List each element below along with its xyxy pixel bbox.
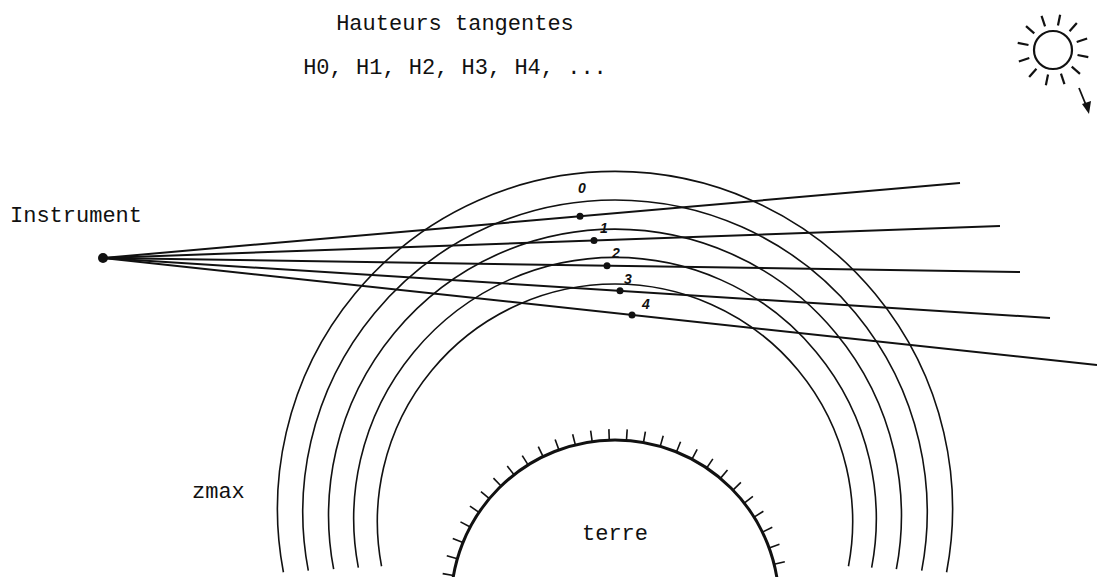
- callout-number: 1: [600, 220, 608, 236]
- earth-tick: [626, 429, 628, 440]
- earth-tick: [744, 496, 753, 503]
- earth-tick: [453, 538, 463, 542]
- earth-tick: [507, 466, 514, 475]
- sight-line: [103, 258, 1097, 365]
- earth-tick: [538, 447, 543, 457]
- earth-tick: [660, 436, 663, 447]
- diagram-title: Hauteurs tangentes: [336, 12, 574, 37]
- zmax-label: zmax: [192, 480, 245, 505]
- earth-tick: [591, 431, 593, 442]
- earth-tick: [470, 506, 479, 512]
- sun-ray: [1018, 43, 1029, 45]
- atmosphere-shell: [354, 257, 877, 567]
- earth-tick: [692, 449, 697, 459]
- earth-tick: [460, 522, 470, 527]
- earth-tick: [555, 440, 559, 450]
- callout-number: 2: [612, 245, 620, 261]
- heights-list: H0, H1, H2, H3, H4, ...: [303, 56, 607, 81]
- atmosphere-shell: [329, 229, 902, 569]
- instrument-dot: [98, 253, 108, 263]
- earth-label: terre: [582, 522, 648, 547]
- sun-ray: [1058, 15, 1060, 26]
- sun-ray: [1019, 58, 1029, 61]
- sun-motion-arrowhead: [1082, 101, 1091, 114]
- instrument-label: Instrument: [10, 204, 142, 229]
- callout-number: 4: [642, 296, 650, 312]
- earth-tick: [608, 429, 610, 440]
- earth-outline: [451, 440, 779, 577]
- sun-ray: [1029, 69, 1036, 77]
- earth-tick: [481, 492, 489, 499]
- atmosphere-shell: [277, 171, 952, 572]
- tangent-point: [577, 213, 584, 220]
- callout-number: 3: [624, 271, 632, 287]
- callout-number: 0: [578, 180, 586, 196]
- earth-tick: [493, 478, 501, 486]
- earth-tick: [733, 482, 741, 490]
- atmosphere-shell: [377, 284, 852, 566]
- earth-tick: [643, 432, 645, 443]
- earth-tick: [447, 556, 458, 559]
- tangent-point: [604, 262, 611, 269]
- sun-ray: [1042, 16, 1045, 26]
- sight-line: [103, 183, 960, 258]
- earth-tick: [762, 527, 772, 532]
- earth-tick: [707, 459, 713, 468]
- earth-tick: [573, 434, 576, 445]
- sight-line: [103, 226, 1000, 258]
- earth-tick: [443, 574, 454, 576]
- earth-tick: [522, 456, 528, 465]
- tangent-point: [629, 311, 636, 318]
- earth-tick: [769, 544, 779, 548]
- sun-ray: [1070, 23, 1077, 31]
- sun-ray: [1046, 75, 1048, 86]
- sun-ray: [1078, 55, 1089, 57]
- tangent-point: [591, 237, 598, 244]
- earth-tick: [720, 470, 727, 478]
- sun-ray: [1072, 67, 1080, 74]
- sight-line: [103, 258, 1020, 272]
- earth-tick: [676, 442, 680, 452]
- earth-tick: [754, 511, 763, 517]
- sun-disc: [1034, 31, 1072, 69]
- sun-ray: [1061, 74, 1064, 84]
- sun-ray: [1077, 39, 1087, 42]
- atmosphere-shell: [303, 200, 927, 571]
- earth-tick: [774, 562, 785, 565]
- sun-ray: [1026, 26, 1034, 33]
- tangent-point: [617, 287, 624, 294]
